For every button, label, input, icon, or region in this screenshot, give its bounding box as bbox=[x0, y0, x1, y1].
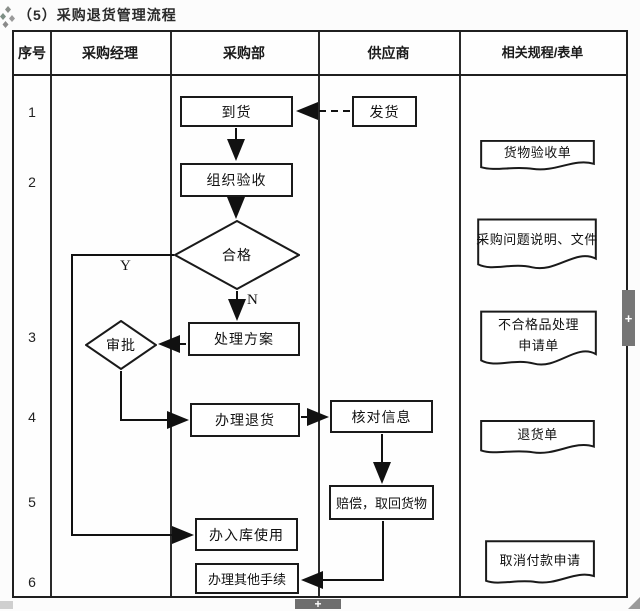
branch-no-label: N bbox=[247, 292, 258, 308]
node-compensate: 赔偿，取回货物 bbox=[329, 485, 434, 520]
resize-handle-icon[interactable] bbox=[628, 597, 640, 609]
bottom-plus-tab[interactable]: + bbox=[295, 597, 341, 611]
node-other-procedures: 办理其他手续 bbox=[195, 563, 299, 594]
doc-nonconforming-application: 不合格品处理 申请单 bbox=[480, 310, 597, 373]
decision-approve-label: 审批 bbox=[106, 337, 136, 353]
header-divider bbox=[14, 74, 626, 76]
corner-fragment bbox=[0, 601, 13, 609]
row-number-3: 3 bbox=[28, 329, 36, 345]
decision-qualified: 合格 bbox=[174, 220, 300, 290]
plus-icon: + bbox=[314, 597, 322, 611]
sparkle-icon bbox=[0, 6, 15, 28]
doc-label: 货物验收单 bbox=[503, 144, 572, 160]
row-number-5: 5 bbox=[28, 494, 36, 510]
doc-label: 退货单 bbox=[517, 426, 558, 442]
node-inspect: 组织验收 bbox=[180, 163, 293, 197]
column-divider bbox=[459, 32, 461, 596]
doc-label: 不合格品处理 bbox=[497, 317, 579, 333]
doc-label: 取消付款申请 bbox=[499, 552, 581, 568]
page-title: （5）采购退货管理流程 bbox=[18, 7, 177, 23]
side-plus-tab[interactable]: + bbox=[622, 290, 635, 346]
decision-qualified-label: 合格 bbox=[222, 247, 252, 263]
doc-purchase-problem-description: 采购问题说明、文件 bbox=[476, 218, 598, 276]
doc-cancel-payment-application: 取消付款申请 bbox=[485, 540, 595, 588]
node-arrival: 到货 bbox=[180, 96, 293, 127]
node-verify: 核对信息 bbox=[330, 400, 433, 433]
header-purchasing-dept: 采购部 bbox=[223, 44, 265, 61]
column-divider bbox=[170, 32, 172, 596]
decision-approve: 审批 bbox=[85, 320, 157, 370]
node-ship: 发货 bbox=[352, 96, 417, 127]
row-number-6: 6 bbox=[28, 574, 36, 590]
doc-goods-acceptance-form: 货物验收单 bbox=[480, 140, 595, 174]
header-seq: 序号 bbox=[18, 44, 46, 61]
node-plan: 处理方案 bbox=[188, 322, 300, 356]
node-process-return: 办理退货 bbox=[190, 403, 300, 437]
header-purchasing-manager: 采购经理 bbox=[82, 44, 138, 61]
row-number-2: 2 bbox=[28, 174, 36, 190]
doc-label: 采购问题说明、文件 bbox=[476, 231, 598, 247]
column-divider bbox=[50, 32, 52, 596]
doc-return-form: 退货单 bbox=[480, 420, 595, 458]
header-related-forms: 相关规程/表单 bbox=[501, 44, 584, 60]
column-divider bbox=[318, 32, 320, 596]
plus-icon: + bbox=[624, 310, 633, 326]
row-number-4: 4 bbox=[28, 409, 36, 425]
branch-yes-label: Y bbox=[120, 258, 131, 274]
node-warehouse: 办入库使用 bbox=[195, 518, 298, 551]
header-supplier: 供应商 bbox=[367, 44, 410, 61]
doc-label: 申请单 bbox=[518, 337, 559, 353]
row-number-1: 1 bbox=[28, 104, 36, 120]
